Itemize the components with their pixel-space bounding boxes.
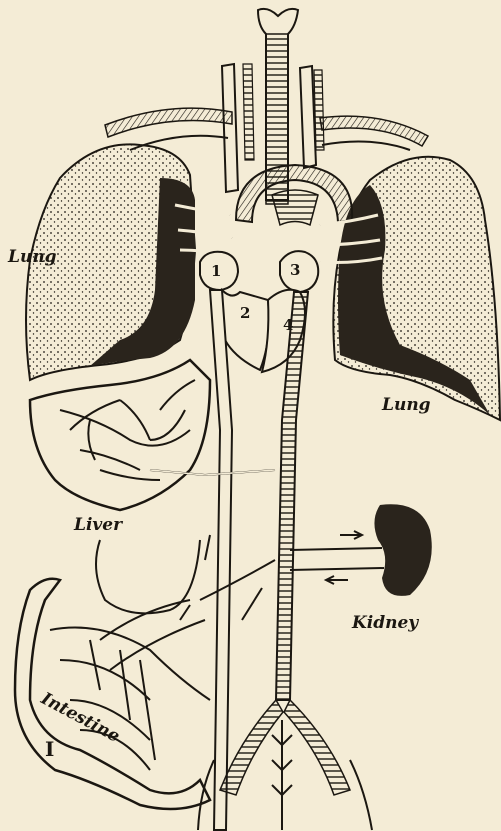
- liver: [30, 360, 210, 510]
- kidney: [290, 504, 432, 596]
- portal-vein: [96, 470, 275, 620]
- chamber-3-label: 3: [290, 261, 300, 279]
- aortic-arch: [236, 165, 352, 225]
- lung-right-label: Lung: [381, 395, 431, 415]
- kidney-label: Kidney: [351, 613, 419, 633]
- vena-cava: [210, 290, 232, 830]
- figure-mark: I: [45, 737, 54, 761]
- chamber-1-label: 1: [211, 262, 221, 280]
- chamber-4-label: 4: [283, 316, 293, 334]
- lung-left-label: Lung: [7, 247, 57, 267]
- liver-label: Liver: [73, 515, 123, 535]
- right-lung: [333, 157, 500, 420]
- chamber-2-label: 2: [240, 304, 250, 322]
